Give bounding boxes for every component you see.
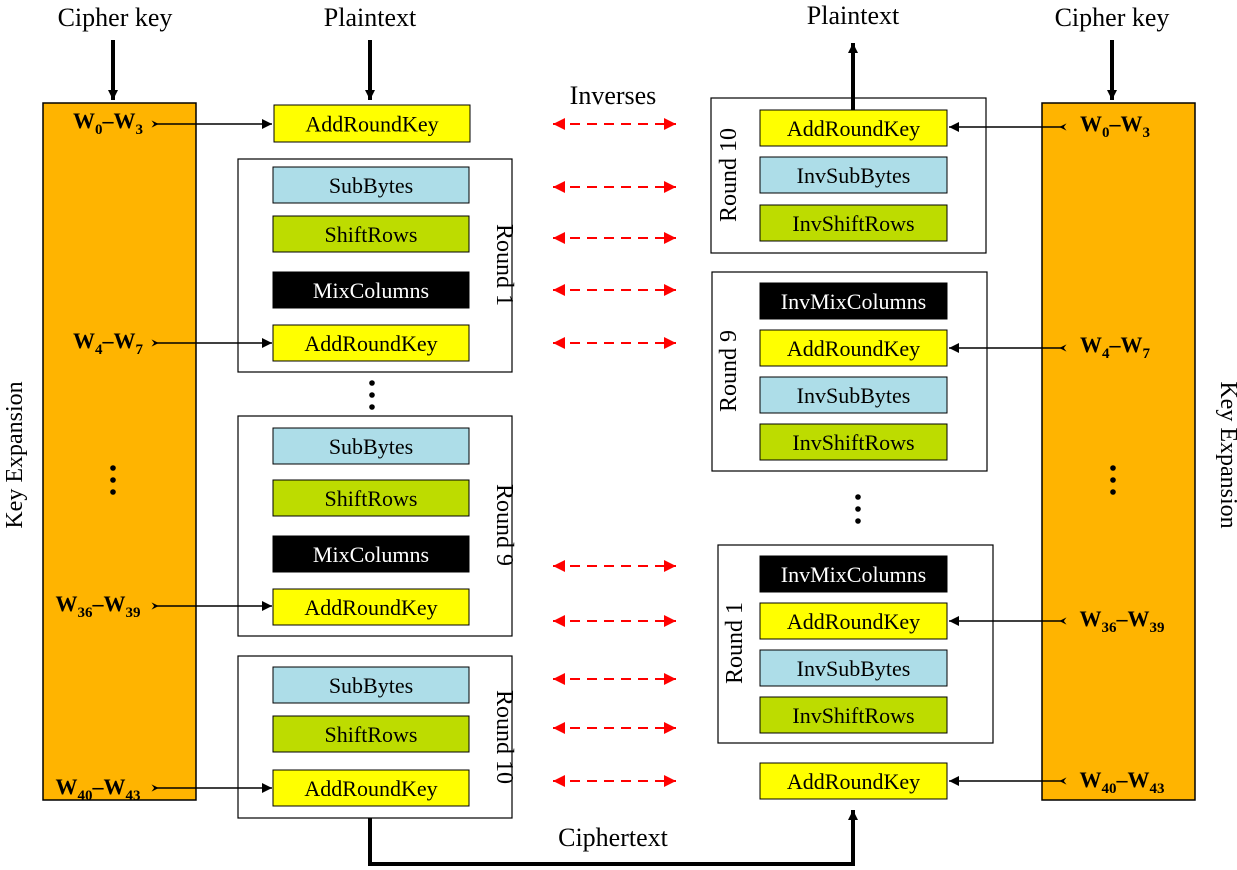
shift-rows-label: ShiftRows [325, 222, 418, 247]
add-round-key-label: AddRoundKey [787, 609, 920, 634]
sub-bytes-box: SubBytes [272, 427, 470, 465]
ellipsis-dots [1110, 465, 1116, 495]
add-round-key-label: AddRoundKey [787, 769, 920, 794]
add-round-key-label: AddRoundKey [304, 331, 437, 356]
inv-mix-columns-label: InvMixColumns [781, 562, 926, 587]
plaintext-label-input: Plaintext [324, 3, 417, 32]
sub-bytes-label: SubBytes [329, 434, 413, 459]
ciphertext-label: Ciphertext [558, 823, 669, 852]
key-word-label: W36–W39 [1080, 606, 1165, 636]
shift-rows-box: ShiftRows [272, 215, 470, 253]
round-label-enc-10: Round 10 [491, 690, 517, 784]
round-label-enc-1: Round 1 [491, 224, 517, 306]
inv-sub-bytes-box: InvSubBytes [759, 156, 948, 194]
sub-bytes-label: SubBytes [329, 673, 413, 698]
inv-shift-rows-box: InvShiftRows [759, 423, 948, 461]
add-round-key-box: AddRoundKey [272, 588, 470, 626]
inv-sub-bytes-label: InvSubBytes [797, 163, 911, 188]
cipher-key-label-right: Cipher key [1055, 3, 1170, 32]
inv-sub-bytes-label: InvSubBytes [797, 383, 911, 408]
enc-round-1-box [237, 158, 513, 373]
add-round-key-box: AddRoundKey [272, 324, 470, 362]
add-round-key-label: AddRoundKey [305, 112, 438, 137]
mix-columns-label: MixColumns [313, 278, 429, 303]
round-label-enc-9: Round 9 [491, 484, 517, 566]
add-round-key-label: AddRoundKey [787, 116, 920, 141]
sub-bytes-box: SubBytes [272, 166, 470, 204]
add-round-key-label: AddRoundKey [304, 776, 437, 801]
inv-shift-rows-box: InvShiftRows [759, 696, 948, 734]
mix-columns-label: MixColumns [313, 542, 429, 567]
key-expansion-label-right: Key Expansion [1215, 381, 1237, 528]
key-expansion-bar-left [42, 102, 197, 801]
add-round-key-box: AddRoundKey [273, 104, 471, 143]
inv-mix-columns-box: InvMixColumns [759, 555, 948, 593]
add-round-key-box: AddRoundKey [759, 762, 948, 800]
ciphertext-path [368, 810, 858, 866]
inv-mix-columns-label: InvMixColumns [781, 289, 926, 314]
enc-round-10-box [237, 655, 513, 819]
inv-shift-rows-label: InvShiftRows [792, 430, 914, 455]
key-word-label: W40–W43 [1080, 767, 1165, 797]
ellipsis-dots [855, 494, 861, 524]
mix-columns-box: MixColumns [272, 535, 470, 573]
ellipsis-dots [110, 465, 116, 495]
add-round-key-box: AddRoundKey [759, 329, 948, 367]
dec-round-9-box [711, 271, 988, 472]
key-word-label: W36–W39 [56, 591, 141, 621]
key-word-label: W0–W3 [1080, 111, 1150, 141]
round-label-dec-10: Round 10 [716, 128, 742, 222]
inv-sub-bytes-box: InvSubBytes [759, 649, 948, 687]
round-label-dec-1: Round 1 [722, 602, 748, 684]
sub-bytes-box: SubBytes [272, 666, 470, 704]
key-word-label: W0–W3 [73, 108, 143, 138]
plaintext-label-output: Plaintext [807, 1, 900, 30]
cipher-key-label-left: Cipher key [58, 3, 173, 32]
shift-rows-box: ShiftRows [272, 715, 470, 753]
key-word-label: W40–W43 [56, 774, 141, 804]
shift-rows-box: ShiftRows [272, 479, 470, 517]
round-label-dec-9: Round 9 [716, 330, 742, 412]
enc-round-9-box [237, 415, 513, 637]
inv-mix-columns-box: InvMixColumns [759, 282, 948, 320]
key-expansion-bar-right [1041, 102, 1196, 801]
add-round-key-box: AddRoundKey [759, 109, 948, 147]
key-word-label: W4–W7 [1080, 332, 1151, 362]
inv-shift-rows-label: InvShiftRows [792, 211, 914, 236]
shift-rows-label: ShiftRows [325, 722, 418, 747]
inv-sub-bytes-label: InvSubBytes [797, 656, 911, 681]
dec-round-1-box [717, 544, 994, 744]
shift-rows-label: ShiftRows [325, 486, 418, 511]
add-round-key-box: AddRoundKey [759, 602, 948, 640]
add-round-key-label: AddRoundKey [787, 336, 920, 361]
dec-round-10-box [710, 97, 987, 254]
inverses-label: Inverses [570, 81, 657, 110]
ellipsis-dots [369, 380, 375, 410]
sub-bytes-label: SubBytes [329, 173, 413, 198]
key-word-label: W4–W7 [73, 328, 144, 358]
add-round-key-label: AddRoundKey [304, 595, 437, 620]
key-expansion-label-left: Key Expansion [2, 381, 28, 528]
mix-columns-box: MixColumns [272, 271, 470, 309]
inv-shift-rows-box: InvShiftRows [759, 204, 948, 242]
add-round-key-box: AddRoundKey [272, 769, 470, 807]
inv-shift-rows-label: InvShiftRows [792, 703, 914, 728]
inv-sub-bytes-box: InvSubBytes [759, 376, 948, 414]
